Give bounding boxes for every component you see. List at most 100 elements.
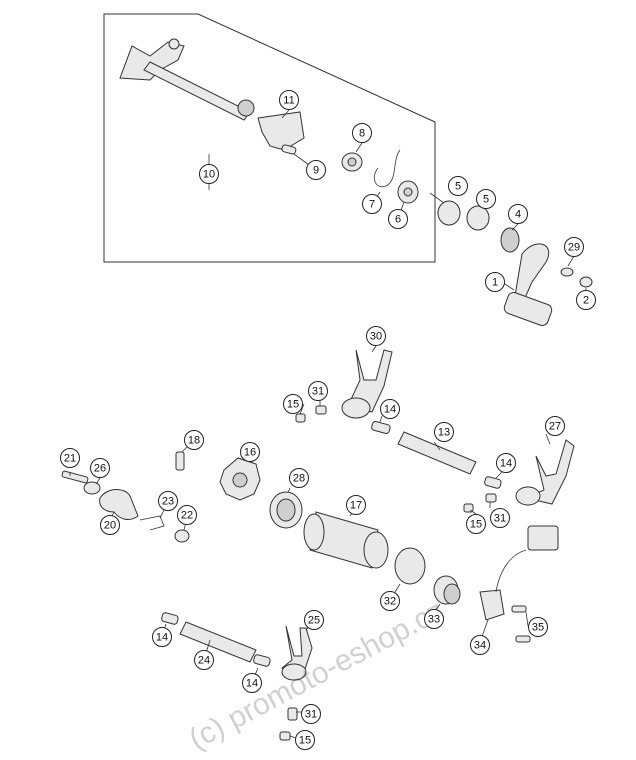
callout-26: 26 <box>90 458 110 478</box>
callout-label: 28 <box>293 473 305 485</box>
callout-label: 5 <box>483 194 489 206</box>
callout-circle <box>346 495 366 515</box>
shift-shaft-illustration <box>119 38 255 121</box>
shift-plate-illustration <box>257 111 305 151</box>
shift-fork-upper-illustration <box>347 349 393 413</box>
spring-23-illustration <box>139 515 165 531</box>
callout-14c: 14 <box>152 627 172 647</box>
callout-label: 13 <box>438 427 450 439</box>
lever-washer-illustration <box>560 267 574 277</box>
roller-lower-illustration <box>287 707 298 721</box>
callout-14a: 14 <box>380 399 400 419</box>
callout-31b: 31 <box>490 508 510 528</box>
callout-circle <box>295 730 315 750</box>
callout-circle <box>380 591 400 611</box>
callout-18: 18 <box>184 430 204 450</box>
callout-2: 2 <box>576 290 596 310</box>
callout-34: 34 <box>470 635 490 655</box>
callout-circle <box>490 508 510 528</box>
roller-upper-illustration <box>315 405 327 415</box>
callout-21: 21 <box>60 448 80 468</box>
callout-30: 30 <box>366 326 386 346</box>
callout-circle <box>424 609 444 629</box>
pin-upper-illustration <box>295 413 306 423</box>
callout-label: 32 <box>384 596 396 608</box>
callout-circle <box>576 290 596 310</box>
callout-circle <box>308 381 328 401</box>
callout-label: 22 <box>181 510 193 522</box>
washer-hole <box>403 187 413 197</box>
lever-screw-illustration <box>579 276 593 288</box>
callout-circle <box>496 453 516 473</box>
drum-bearing-illustration <box>394 547 426 585</box>
callout-label: 29 <box>568 242 580 254</box>
callout-6: 6 <box>388 209 408 229</box>
callout-label: 10 <box>203 169 215 181</box>
callout-circle <box>306 160 326 180</box>
callout-label: 31 <box>305 709 317 721</box>
callout-label: 14 <box>500 458 512 470</box>
callout-10: 10 <box>199 164 219 184</box>
callout-label: 14 <box>156 632 168 644</box>
callout-label: 31 <box>494 513 506 525</box>
callout-circle <box>528 617 548 637</box>
callout-27: 27 <box>545 416 565 436</box>
bearing-left-illustration <box>437 200 461 226</box>
callout-7: 7 <box>362 194 382 214</box>
callout-15c: 15 <box>295 730 315 750</box>
callout-circle <box>304 610 324 630</box>
callout-circle <box>448 176 468 196</box>
shift-fork-lower-illustration <box>280 625 313 673</box>
bearing-right-illustration <box>466 205 490 231</box>
callout-label: 15 <box>299 735 311 747</box>
spring-right-illustration <box>484 476 502 489</box>
fork-hub-upper <box>341 397 371 419</box>
callout-label: 18 <box>188 435 200 447</box>
shift-drum-illustration <box>303 511 389 569</box>
callout-circle <box>199 164 219 184</box>
callout-label: 24 <box>198 655 210 667</box>
callout-circle <box>177 505 197 525</box>
callout-circle <box>194 650 214 670</box>
callout-label: 34 <box>474 640 486 652</box>
callout-5a: 5 <box>448 176 468 196</box>
callout-label: 15 <box>470 519 482 531</box>
callout-14b: 14 <box>496 453 516 473</box>
callout-label: 27 <box>549 421 561 433</box>
callout-circle <box>564 237 584 257</box>
callout-circle <box>242 673 262 693</box>
fork-shaft-lower-illustration <box>179 621 257 663</box>
callout-circle <box>289 468 309 488</box>
callout-circle <box>301 704 321 724</box>
callout-label: 9 <box>313 165 319 177</box>
callout-label: 4 <box>515 209 521 221</box>
roller-22-illustration <box>174 529 190 543</box>
gear-sensor-illustration <box>479 525 559 621</box>
callout-circle <box>100 515 120 535</box>
callout-33: 33 <box>424 609 444 629</box>
callout-circle <box>545 416 565 436</box>
callout-label: 30 <box>370 331 382 343</box>
fork-shaft-upper-illustration <box>397 431 477 475</box>
callout-label: 23 <box>162 496 174 508</box>
callout-label: 21 <box>64 453 76 465</box>
roller-right-illustration <box>485 493 497 503</box>
spring-lower-right-illustration <box>253 654 271 667</box>
callout-circle <box>60 448 80 468</box>
callout-label: 2 <box>583 295 589 307</box>
callout-label: 33 <box>428 614 440 626</box>
callout-25: 25 <box>304 610 324 630</box>
sensor-screw-lower-illustration <box>515 635 531 643</box>
callout-22: 22 <box>177 505 197 525</box>
callout-label: 15 <box>287 399 299 411</box>
callout-circle <box>388 209 408 229</box>
callout-20: 20 <box>100 515 120 535</box>
callout-circle <box>279 90 299 110</box>
locking-lever-illustration <box>99 489 139 520</box>
callout-15a: 15 <box>283 394 303 414</box>
callout-label: 1 <box>492 277 498 289</box>
callout-15b: 15 <box>466 514 486 534</box>
callout-35: 35 <box>528 617 548 637</box>
callout-label: 26 <box>94 463 106 475</box>
callout-label: 31 <box>312 386 324 398</box>
